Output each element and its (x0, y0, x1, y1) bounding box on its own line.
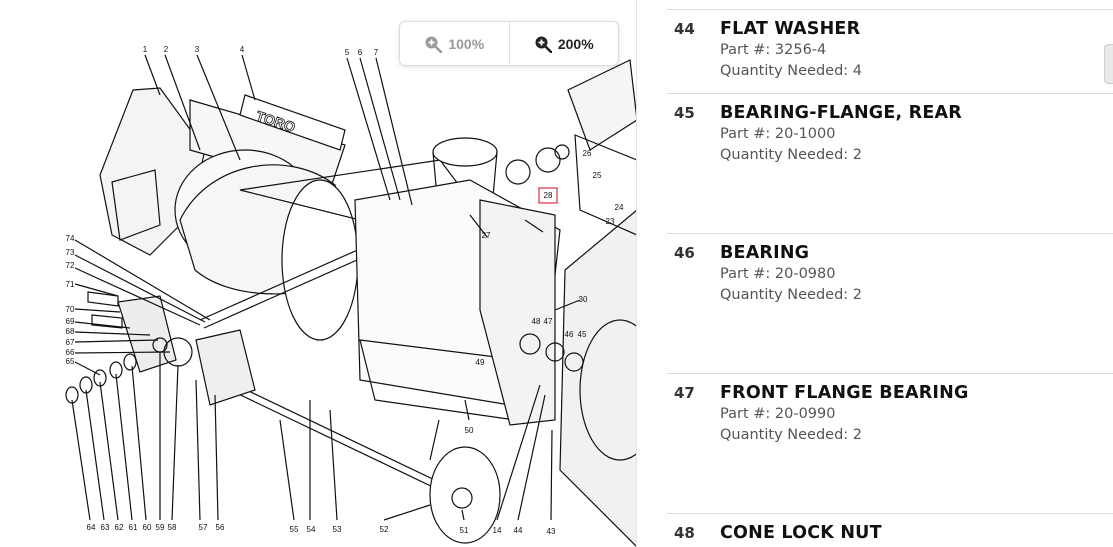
callout-70[interactable]: 70 (66, 305, 75, 314)
zoom-100-label: 100% (448, 35, 485, 52)
callout-7[interactable]: 7 (374, 48, 379, 57)
callout-44[interactable]: 44 (514, 526, 523, 535)
part-number: 47 (674, 384, 695, 402)
part-row-46[interactable]: 46 BEARING Part #: 20-0980 Quantity Need… (667, 233, 1113, 374)
callout-61[interactable]: 61 (129, 523, 138, 532)
callout-28[interactable]: 28 (544, 191, 553, 200)
zoom-control: 100% 200% (399, 21, 619, 66)
callout-25[interactable]: 25 (593, 171, 602, 180)
part-name: BEARING (720, 243, 810, 263)
callout-60[interactable]: 60 (143, 523, 152, 532)
callout-71[interactable]: 71 (66, 280, 75, 289)
callout-68[interactable]: 68 (66, 327, 75, 336)
exploded-parts-diagram[interactable]: TORO (0, 0, 637, 547)
zoom-200-label: 200% (557, 35, 594, 52)
callout-53[interactable]: 53 (333, 525, 342, 534)
part-number: 44 (674, 20, 695, 38)
callout-73[interactable]: 73 (66, 248, 75, 257)
callout-43[interactable]: 43 (547, 527, 556, 536)
callout-47[interactable]: 47 (544, 317, 553, 326)
parts-diagram-panel: TORO (0, 0, 637, 547)
part-number: 46 (674, 244, 695, 262)
zoom-in-icon (535, 36, 552, 53)
callout-72[interactable]: 72 (66, 261, 75, 270)
part-quantity: Quantity Needed: 2 (720, 427, 863, 443)
callout-58[interactable]: 58 (168, 523, 177, 532)
callout-55[interactable]: 55 (290, 525, 299, 534)
callout-66[interactable]: 66 (66, 348, 75, 357)
part-number: 48 (674, 524, 695, 542)
scrollbar-thumb[interactable] (1104, 44, 1113, 84)
callout-62[interactable]: 62 (115, 523, 124, 532)
callout-46[interactable]: 46 (565, 330, 574, 339)
callout-6[interactable]: 6 (358, 48, 363, 57)
callout-50[interactable]: 50 (465, 426, 474, 435)
part-sku: Part #: 20-0990 (720, 406, 836, 422)
part-row-48[interactable]: 48 CONE LOCK NUT (667, 513, 1113, 547)
zoom-in-icon (425, 36, 443, 53)
callout-59[interactable]: 59 (156, 523, 165, 532)
callout-51[interactable]: 51 (460, 526, 469, 535)
part-quantity: Quantity Needed: 4 (720, 63, 863, 79)
callout-54[interactable]: 54 (307, 525, 316, 534)
part-sku: Part #: 20-0980 (720, 266, 836, 282)
part-name: FLAT WASHER (720, 19, 861, 39)
callout-56[interactable]: 56 (216, 523, 225, 532)
callout-2[interactable]: 2 (164, 45, 169, 54)
part-row-44[interactable]: 44 FLAT WASHER Part #: 3256-4 Quantity N… (667, 9, 1113, 94)
callout-48[interactable]: 48 (532, 317, 541, 326)
callout-45[interactable]: 45 (578, 330, 587, 339)
part-sku: Part #: 3256-4 (720, 42, 827, 58)
callout-74[interactable]: 74 (66, 234, 75, 243)
part-quantity: Quantity Needed: 2 (720, 147, 863, 163)
part-name: BEARING-FLANGE, REAR (720, 103, 962, 123)
callout-27[interactable]: 27 (482, 231, 491, 240)
callout-67[interactable]: 67 (66, 338, 75, 347)
callout-69[interactable]: 69 (66, 317, 75, 326)
parts-list-panel: 44 FLAT WASHER Part #: 3256-4 Quantity N… (667, 0, 1113, 547)
callout-52[interactable]: 52 (380, 525, 389, 534)
callout-1[interactable]: 1 (143, 45, 148, 54)
part-row-47[interactable]: 47 FRONT FLANGE BEARING Part #: 20-0990 … (667, 373, 1113, 514)
callout-14[interactable]: 14 (493, 526, 502, 535)
callout-30[interactable]: 30 (579, 295, 588, 304)
callout-24[interactable]: 24 (615, 203, 624, 212)
part-number: 45 (674, 104, 695, 122)
part-row-45[interactable]: 45 BEARING-FLANGE, REAR Part #: 20-1000 … (667, 93, 1113, 234)
callout-3[interactable]: 3 (195, 45, 200, 54)
callout-5[interactable]: 5 (345, 48, 350, 57)
callout-4[interactable]: 4 (240, 45, 245, 54)
zoom-200-button[interactable]: 200% (508, 22, 619, 65)
selected-callout-box[interactable] (538, 187, 558, 204)
callout-57[interactable]: 57 (199, 523, 208, 532)
part-sku: Part #: 20-1000 (720, 126, 836, 142)
part-quantity: Quantity Needed: 2 (720, 287, 863, 303)
callout-63[interactable]: 63 (101, 523, 110, 532)
callout-64[interactable]: 64 (87, 523, 96, 532)
callout-26[interactable]: 26 (583, 149, 592, 158)
callout-23[interactable]: 23 (606, 217, 615, 226)
callout-49[interactable]: 49 (476, 358, 485, 367)
part-name: FRONT FLANGE BEARING (720, 383, 969, 403)
zoom-100-button[interactable]: 100% (400, 22, 509, 65)
part-name: CONE LOCK NUT (720, 523, 882, 543)
callout-65[interactable]: 65 (66, 357, 75, 366)
